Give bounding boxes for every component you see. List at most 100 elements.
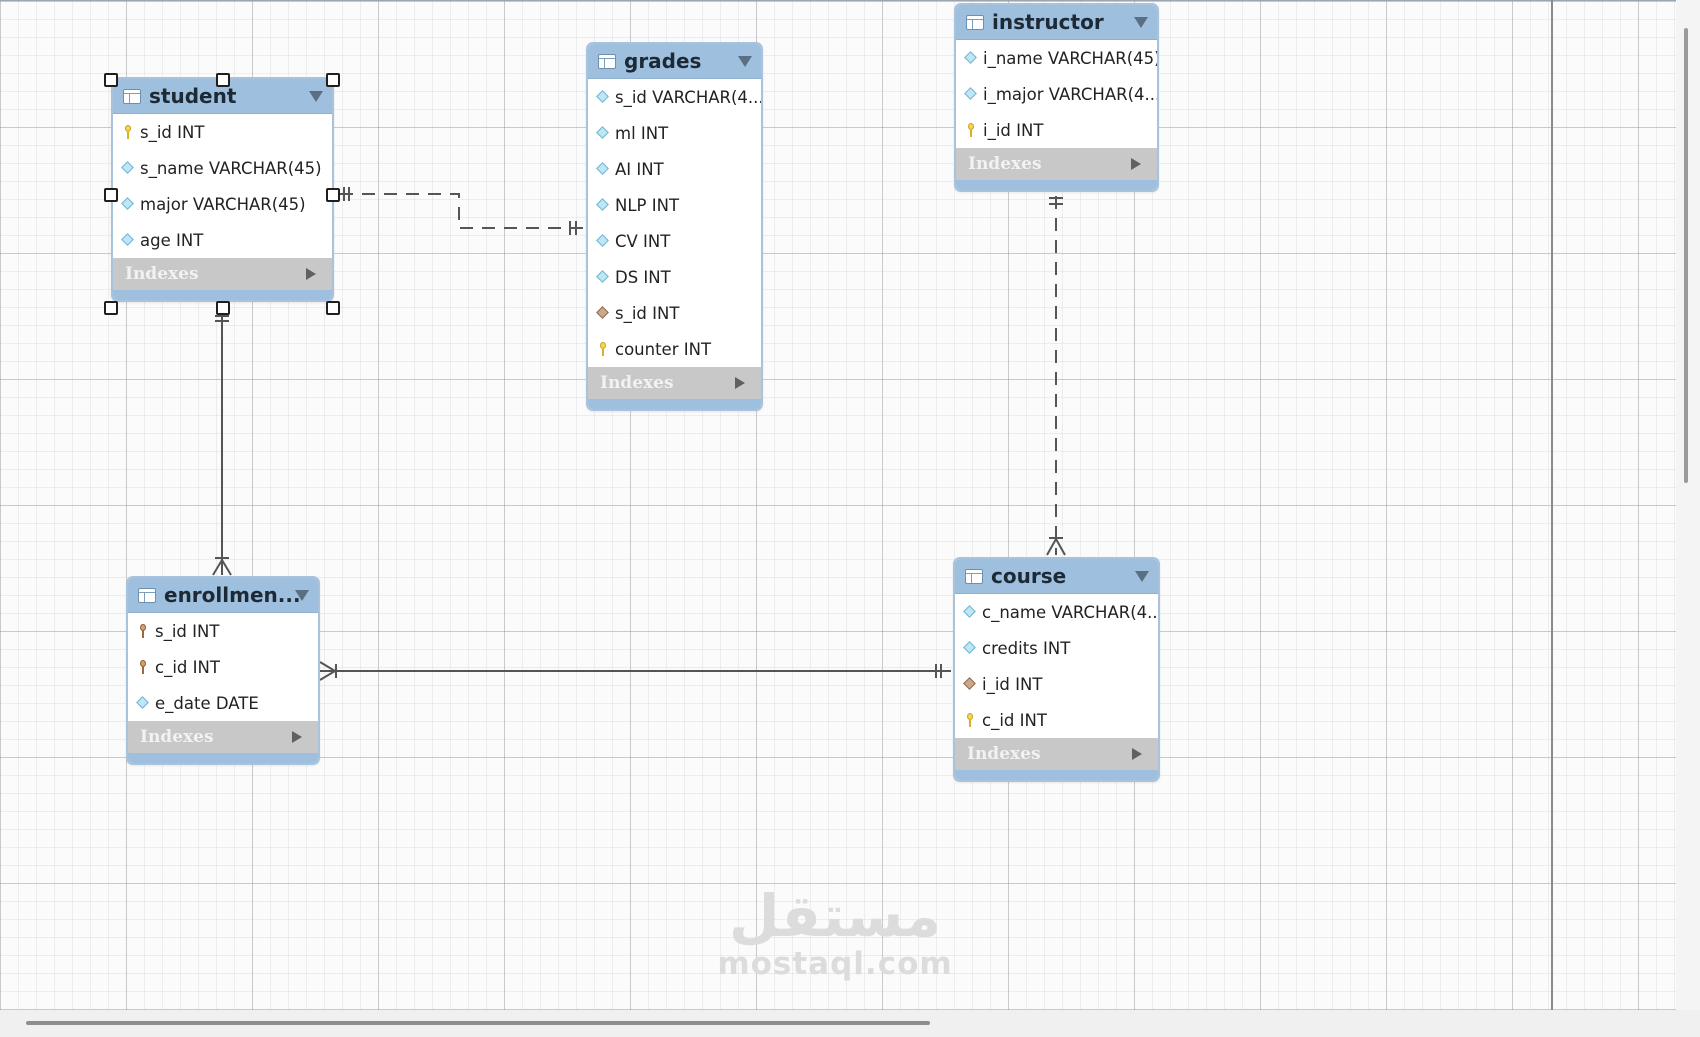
indexes-label: Indexes <box>125 264 199 284</box>
column-row[interactable]: i_id INT <box>956 112 1157 148</box>
column-row[interactable]: s_id INT <box>128 613 318 649</box>
column-row[interactable]: AI INT <box>588 151 761 187</box>
column-label: CV INT <box>615 231 671 251</box>
collapse-arrow-icon[interactable] <box>738 56 752 67</box>
crowfoot-mark <box>221 559 232 576</box>
table-header[interactable]: grades <box>588 44 761 79</box>
column-label: e_date DATE <box>155 693 259 713</box>
column-label: s_id VARCHAR(4... <box>615 87 761 107</box>
column-diamond-icon <box>964 87 978 101</box>
column-diamond-icon <box>963 605 977 619</box>
horizontal-scrollbar-thumb[interactable] <box>26 1021 930 1025</box>
table-instructor[interactable]: instructor i_name VARCHAR(45) i_major VAR… <box>954 3 1159 192</box>
column-row[interactable]: ml INT <box>588 115 761 151</box>
column-row[interactable]: s_name VARCHAR(45) <box>113 150 332 186</box>
column-row[interactable]: i_id INT <box>955 666 1158 702</box>
vertical-scrollbar-thumb[interactable] <box>1684 28 1688 483</box>
column-row[interactable]: c_name VARCHAR(4... <box>955 594 1158 630</box>
resize-handle-bottom-left[interactable] <box>104 301 118 315</box>
indexes-section[interactable]: Indexes <box>128 721 318 753</box>
expand-arrow-icon[interactable] <box>1132 748 1142 760</box>
indexes-section[interactable]: Indexes <box>956 148 1157 180</box>
column-diamond-icon <box>596 270 610 284</box>
column-diamond-icon <box>121 161 135 175</box>
indexes-label: Indexes <box>967 744 1041 764</box>
column-row[interactable]: credits INT <box>955 630 1158 666</box>
crowfoot-mark <box>319 670 336 681</box>
column-diamond-icon <box>596 234 610 248</box>
resize-handle-bottom-right[interactable] <box>326 301 340 315</box>
collapse-arrow-icon[interactable] <box>1134 17 1148 28</box>
column-row[interactable]: i_name VARCHAR(45) <box>956 40 1157 76</box>
expand-arrow-icon[interactable] <box>306 268 316 280</box>
relationship-student-grades[interactable] <box>340 193 584 229</box>
column-label: AI INT <box>615 159 664 179</box>
table-footer <box>956 180 1157 190</box>
column-diamond-icon <box>121 197 135 211</box>
primary-key-icon <box>964 123 978 137</box>
column-label: s_id INT <box>140 122 205 142</box>
vertical-scrollbar[interactable] <box>1676 0 1700 1010</box>
collapse-arrow-icon[interactable] <box>309 91 323 102</box>
column-row[interactable]: s_id INT <box>588 295 761 331</box>
column-row[interactable]: NLP INT <box>588 187 761 223</box>
column-label: i_major VARCHAR(4... <box>983 84 1157 104</box>
column-row[interactable]: age INT <box>113 222 332 258</box>
column-label: i_id INT <box>982 674 1043 694</box>
column-list: i_name VARCHAR(45) i_major VARCHAR(4... i_… <box>956 40 1157 148</box>
table-title: student <box>149 84 237 108</box>
column-label: counter INT <box>615 339 712 359</box>
resize-handle-middle-right[interactable] <box>326 188 340 202</box>
table-header[interactable]: course <box>955 559 1158 594</box>
column-diamond-icon <box>596 126 610 140</box>
indexes-section[interactable]: Indexes <box>955 738 1158 770</box>
column-label: c_name VARCHAR(4... <box>982 602 1158 622</box>
column-label: credits INT <box>982 638 1071 658</box>
table-icon <box>138 587 156 603</box>
table-header[interactable]: instructor <box>956 5 1157 40</box>
expand-arrow-icon[interactable] <box>735 377 745 389</box>
table-grades[interactable]: grades s_id VARCHAR(4... ml INT AI INT NLP … <box>586 42 763 411</box>
column-diamond-icon <box>964 51 978 65</box>
table-title: instructor <box>992 10 1104 34</box>
column-label: major VARCHAR(45) <box>140 194 306 214</box>
crowfoot-mark <box>212 559 223 576</box>
column-row[interactable]: DS INT <box>588 259 761 295</box>
resize-handle-top-right[interactable] <box>326 73 340 87</box>
collapse-arrow-icon[interactable] <box>1135 571 1149 582</box>
column-diamond-icon <box>963 641 977 655</box>
indexes-label: Indexes <box>600 373 674 393</box>
column-label: DS INT <box>615 267 671 287</box>
column-row[interactable]: c_id INT <box>128 649 318 685</box>
table-student[interactable]: student s_id INT s_name VARCHAR(45) major … <box>111 77 334 302</box>
primary-key-icon <box>596 342 610 356</box>
expand-arrow-icon[interactable] <box>1131 158 1141 170</box>
indexes-section[interactable]: Indexes <box>588 367 761 399</box>
column-row[interactable]: i_major VARCHAR(4... <box>956 76 1157 112</box>
column-row[interactable]: CV INT <box>588 223 761 259</box>
resize-handle-top-left[interactable] <box>104 73 118 87</box>
indexes-section[interactable]: Indexes <box>113 258 332 290</box>
resize-handle-bottom-middle[interactable] <box>216 301 230 315</box>
column-row[interactable]: e_date DATE <box>128 685 318 721</box>
column-row[interactable]: c_id INT <box>955 702 1158 738</box>
column-diamond-icon <box>596 162 610 176</box>
column-row[interactable]: s_id INT <box>113 114 332 150</box>
table-header[interactable]: enrollmen... <box>128 578 318 613</box>
table-icon <box>966 14 984 30</box>
table-course[interactable]: course c_name VARCHAR(4... credits INT i_i… <box>953 557 1160 782</box>
resize-handle-middle-left[interactable] <box>104 188 118 202</box>
column-row[interactable]: counter INT <box>588 331 761 367</box>
column-row[interactable]: s_id VARCHAR(4... <box>588 79 761 115</box>
column-list: s_id INT s_name VARCHAR(45) major VARCHAR(… <box>113 114 332 258</box>
collapse-arrow-icon[interactable] <box>295 590 309 601</box>
resize-handle-top-middle[interactable] <box>216 73 230 87</box>
column-diamond-icon <box>121 233 135 247</box>
column-label: age INT <box>140 230 204 250</box>
column-row[interactable]: major VARCHAR(45) <box>113 186 332 222</box>
table-title: course <box>991 564 1067 588</box>
expand-arrow-icon[interactable] <box>292 731 302 743</box>
table-icon <box>123 88 141 104</box>
column-diamond-icon <box>136 696 150 710</box>
